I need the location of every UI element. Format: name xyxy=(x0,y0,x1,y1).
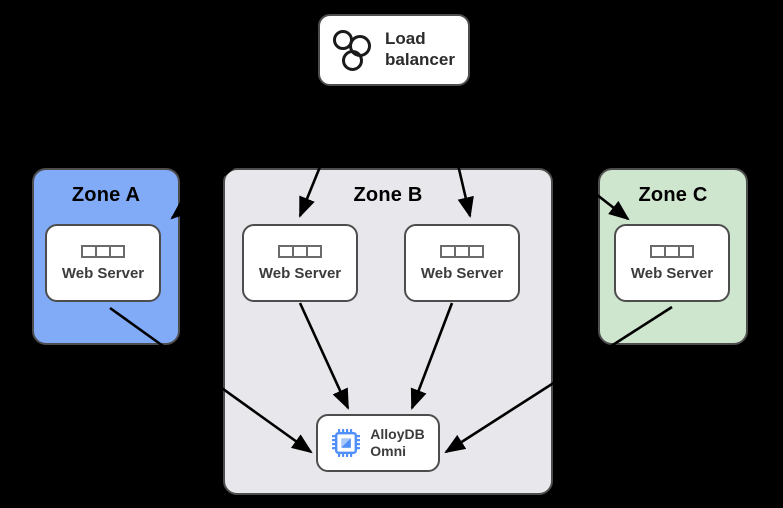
web-server-node-zone-c[interactable]: Web Server xyxy=(614,224,730,302)
web-server-label: Web Server xyxy=(258,264,342,282)
web-server-label: Web Server xyxy=(420,264,504,282)
web-server-node-zone-b-2[interactable]: Web Server xyxy=(404,224,520,302)
load-balancer-label: Load balancer xyxy=(385,29,455,70)
alloydb-omni-label-line2: Omni xyxy=(370,443,407,459)
alloydb-omni-label-line1: AlloyDB xyxy=(370,426,425,443)
zone-c-label: Zone C xyxy=(638,184,708,206)
load-balancer-node[interactable]: Load balancer xyxy=(318,14,470,86)
server-rack-icon xyxy=(440,244,484,258)
zone-b-label: Zone B xyxy=(353,184,423,206)
load-balancer-label-line1: Load xyxy=(385,29,426,49)
web-server-node-zone-a[interactable]: Web Server xyxy=(45,224,161,302)
alloydb-omni-label: AlloyDB Omni xyxy=(370,426,424,460)
web-server-label: Web Server xyxy=(630,264,714,282)
zone-a-label: Zone A xyxy=(71,184,141,206)
server-rack-icon xyxy=(278,244,322,258)
web-server-label: Web Server xyxy=(61,264,145,282)
server-rack-icon xyxy=(81,244,125,258)
load-balancer-label-line2: balancer xyxy=(385,50,455,69)
three-circles-icon xyxy=(333,28,375,72)
web-server-node-zone-b-1[interactable]: Web Server xyxy=(242,224,358,302)
server-rack-icon xyxy=(650,244,694,258)
alloydb-omni-node[interactable]: AlloyDB Omni xyxy=(316,414,440,472)
cpu-chip-icon xyxy=(331,428,361,458)
